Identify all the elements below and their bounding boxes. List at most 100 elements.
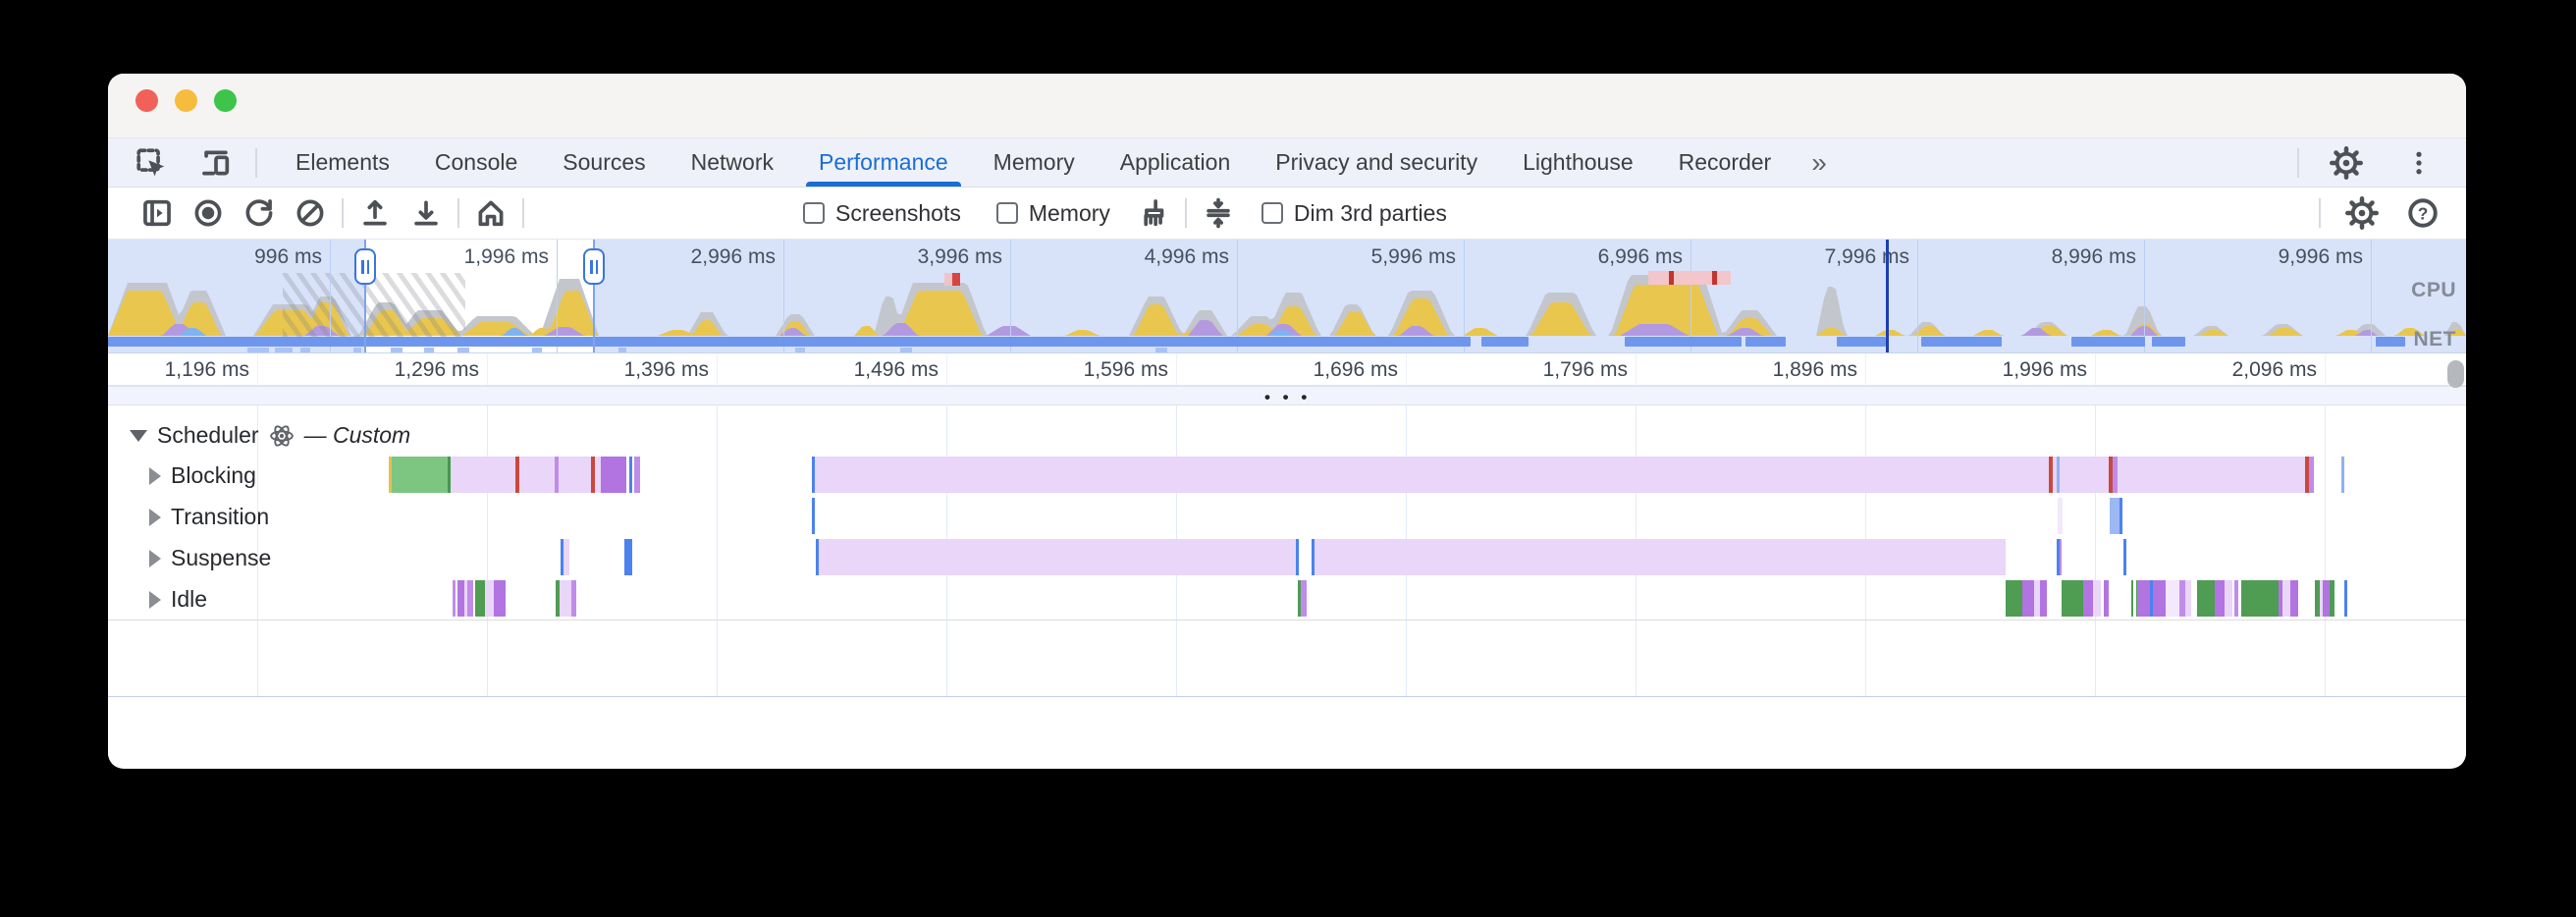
expand-triangle-icon[interactable] bbox=[149, 467, 161, 485]
suspense-event-bar[interactable] bbox=[2060, 539, 2062, 575]
maximize-window-button[interactable] bbox=[214, 89, 237, 112]
kebab-menu-icon[interactable] bbox=[2393, 141, 2444, 185]
idle-event-bar[interactable] bbox=[485, 580, 494, 617]
idle-event-bar[interactable] bbox=[560, 580, 571, 617]
selection-left-handle[interactable] bbox=[354, 248, 376, 285]
track-row-blocking[interactable]: Blocking bbox=[149, 462, 256, 489]
idle-event-bar[interactable] bbox=[2330, 580, 2334, 617]
settings-gear-icon[interactable] bbox=[2321, 141, 2372, 185]
tab-privacy-and-security[interactable]: Privacy and security bbox=[1253, 138, 1500, 187]
expand-triangle-icon[interactable] bbox=[149, 509, 161, 526]
idle-event-bar[interactable] bbox=[2093, 580, 2101, 617]
home-icon[interactable] bbox=[465, 191, 516, 235]
blocking-event-bar[interactable] bbox=[601, 457, 626, 493]
screenshots-checkbox-box[interactable] bbox=[803, 202, 825, 224]
suspense-event-bar[interactable] bbox=[1296, 539, 1299, 575]
idle-event-bar[interactable] bbox=[2225, 580, 2232, 617]
resize-handle-dots[interactable]: • • • bbox=[1264, 388, 1311, 407]
idle-event-bar[interactable] bbox=[475, 580, 485, 617]
idle-event-bar[interactable] bbox=[2344, 580, 2347, 617]
transition-event-bar[interactable] bbox=[2058, 498, 2063, 534]
vertical-scrollbar-thumb[interactable] bbox=[2447, 360, 2464, 388]
record-and-reload-icon[interactable] bbox=[234, 191, 285, 235]
tab-network[interactable]: Network bbox=[669, 138, 796, 187]
blocking-event-bar[interactable] bbox=[392, 457, 448, 493]
suspense-event-bar[interactable] bbox=[1315, 539, 2006, 575]
more-tabs-icon[interactable]: » bbox=[1794, 138, 1845, 187]
memory-checkbox-box[interactable] bbox=[996, 202, 1018, 224]
idle-event-bar[interactable] bbox=[457, 580, 464, 617]
detail-time-ruler[interactable]: 1,196 ms1,296 ms1,396 ms1,496 ms1,596 ms… bbox=[108, 353, 2466, 386]
expand-triangle-icon[interactable] bbox=[149, 550, 161, 567]
capture-settings-gear-icon[interactable] bbox=[2336, 191, 2388, 235]
tab-lighthouse[interactable]: Lighthouse bbox=[1500, 138, 1656, 187]
transition-event-bar[interactable] bbox=[812, 498, 815, 534]
timeline-overview[interactable]: 996 ms1,996 ms2,996 ms3,996 ms4,996 ms5,… bbox=[108, 240, 2466, 353]
blocking-event-bar[interactable] bbox=[2113, 457, 2118, 493]
tab-recorder[interactable]: Recorder bbox=[1656, 138, 1795, 187]
download-profile-icon[interactable] bbox=[401, 191, 452, 235]
blocking-event-bar[interactable] bbox=[815, 457, 2305, 493]
record-icon[interactable] bbox=[183, 191, 234, 235]
idle-event-bar[interactable] bbox=[453, 580, 456, 617]
screenshots-checkbox[interactable]: Screenshots bbox=[803, 200, 961, 227]
transition-event-bar[interactable] bbox=[2120, 498, 2122, 534]
idle-event-bar[interactable] bbox=[1301, 580, 1307, 617]
blocking-event-bar[interactable] bbox=[634, 457, 640, 493]
suspense-event-bar[interactable] bbox=[624, 539, 632, 575]
tab-sources[interactable]: Sources bbox=[540, 138, 668, 187]
blocking-event-bar[interactable] bbox=[629, 457, 632, 493]
device-toolbar-icon[interactable] bbox=[190, 141, 242, 185]
idle-event-bar[interactable] bbox=[571, 580, 576, 617]
overview-playhead[interactable] bbox=[1886, 240, 1889, 353]
collapse-sections-icon[interactable] bbox=[1193, 191, 1244, 235]
close-window-button[interactable] bbox=[135, 89, 158, 112]
dim-3rd-parties-checkbox[interactable]: Dim 3rd parties bbox=[1261, 200, 1447, 227]
track-header-scheduler[interactable]: Scheduler — Custom bbox=[130, 422, 410, 449]
idle-event-bar[interactable] bbox=[467, 580, 473, 617]
transition-event-bar[interactable] bbox=[2110, 498, 2120, 534]
idle-event-bar[interactable] bbox=[2166, 580, 2179, 617]
idle-event-bar[interactable] bbox=[2104, 580, 2109, 617]
inspect-element-icon[interactable] bbox=[126, 141, 177, 185]
collapse-triangle-icon[interactable] bbox=[130, 430, 147, 442]
idle-event-bar[interactable] bbox=[2282, 580, 2290, 617]
idle-event-bar[interactable] bbox=[2290, 580, 2298, 617]
blocking-event-bar[interactable] bbox=[559, 457, 591, 493]
idle-event-bar[interactable] bbox=[2022, 580, 2034, 617]
idle-event-bar[interactable] bbox=[2040, 580, 2047, 617]
garbage-collect-icon[interactable] bbox=[1128, 191, 1179, 235]
tab-elements[interactable]: Elements bbox=[273, 138, 412, 187]
help-icon[interactable]: ? bbox=[2397, 191, 2448, 235]
blocking-event-bar[interactable] bbox=[451, 457, 515, 493]
suspense-event-bar[interactable] bbox=[564, 539, 569, 575]
tab-memory[interactable]: Memory bbox=[971, 138, 1098, 187]
idle-event-bar[interactable] bbox=[2153, 580, 2166, 617]
idle-event-bar[interactable] bbox=[2197, 580, 2215, 617]
suspense-event-bar[interactable] bbox=[819, 539, 1296, 575]
selection-right-handle[interactable] bbox=[583, 248, 605, 285]
blocking-event-bar[interactable] bbox=[2341, 457, 2344, 493]
idle-event-bar[interactable] bbox=[2137, 580, 2150, 617]
idle-event-bar[interactable] bbox=[2215, 580, 2225, 617]
expand-triangle-icon[interactable] bbox=[149, 591, 161, 609]
minimize-window-button[interactable] bbox=[175, 89, 197, 112]
pane-resize-handle[interactable]: • • • bbox=[108, 386, 2466, 405]
idle-event-bar[interactable] bbox=[2083, 580, 2093, 617]
memory-checkbox[interactable]: Memory bbox=[996, 200, 1110, 227]
tab-console[interactable]: Console bbox=[412, 138, 540, 187]
idle-event-bar[interactable] bbox=[494, 580, 506, 617]
blocking-event-bar[interactable] bbox=[519, 457, 555, 493]
idle-event-bar[interactable] bbox=[2185, 580, 2191, 617]
clear-icon[interactable] bbox=[285, 191, 336, 235]
track-row-suspense[interactable]: Suspense bbox=[149, 545, 271, 571]
dim-3rd-parties-checkbox-box[interactable] bbox=[1261, 202, 1283, 224]
idle-event-bar[interactable] bbox=[2234, 580, 2238, 617]
flame-chart-tracks[interactable]: Scheduler — Custom BlockingTransitionSus… bbox=[108, 405, 2466, 697]
track-row-transition[interactable]: Transition bbox=[149, 504, 269, 530]
blocking-event-bar[interactable] bbox=[2049, 457, 2053, 493]
blocking-event-bar[interactable] bbox=[2309, 457, 2314, 493]
tab-application[interactable]: Application bbox=[1098, 138, 1254, 187]
suspense-event-bar[interactable] bbox=[2123, 539, 2126, 575]
upload-profile-icon[interactable] bbox=[349, 191, 401, 235]
